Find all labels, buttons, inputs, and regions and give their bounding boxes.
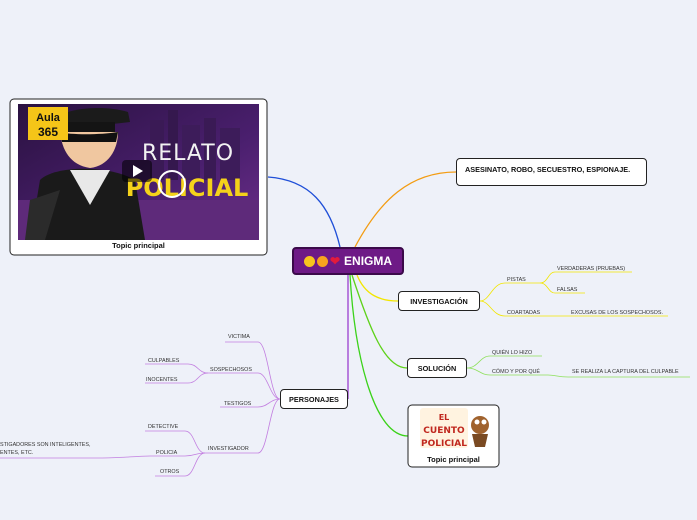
play-icon[interactable] (122, 160, 152, 182)
node-asesinato-text: ASESINATO, ROBO, SECUESTRO, ESPIONAJE. (465, 165, 631, 174)
heart-icon: ❤ (329, 254, 341, 268)
cuento-logo-line1: EL (439, 413, 450, 422)
label-note-line2: ENTES, ETC. (0, 450, 34, 456)
label-detective[interactable]: DETECTIVE (148, 424, 179, 430)
label-inocentes[interactable]: INOCENTES (146, 377, 178, 383)
node-solucion[interactable]: SOLUCIÓN (407, 358, 467, 378)
connector-investigacion (356, 274, 399, 302)
relato-title-line1: RELATO (142, 141, 234, 166)
label-excusas[interactable]: EXCUSAS DE LOS SOSPECHOSOS. (571, 310, 663, 316)
label-falsas[interactable]: FALSAS (557, 287, 578, 293)
connector-solucion (351, 274, 408, 369)
label-como[interactable]: CÓMO Y POR QUÉ (492, 369, 541, 375)
connector-topic-left (267, 176, 341, 248)
node-solucion-text: SOLUCIÓN (417, 363, 457, 373)
label-policia[interactable]: POLICIA (156, 450, 178, 456)
central-topic-enigma[interactable]: ❤ ENIGMA (292, 247, 404, 275)
label-otros[interactable]: OTROS (160, 469, 180, 475)
label-sospechosos[interactable]: SOSPECHOSOS (210, 367, 252, 373)
node-personajes-text: PERSONAJES (289, 394, 339, 404)
label-note-line1: STIGADORES SON INTELIGENTES, (0, 442, 91, 448)
relato-policial-thumbnail[interactable]: Aula 365 RELATO POLICIAL (18, 104, 259, 240)
label-investigador[interactable]: INVESTIGADOR (208, 446, 249, 452)
label-victima[interactable]: VICTIMA (228, 334, 250, 340)
node-personajes[interactable]: PERSONAJES (280, 389, 348, 409)
aula-logo-line2: 365 (38, 125, 58, 139)
label-captura[interactable]: SE REALIZA LA CAPTURA DEL CULPABLE (572, 369, 679, 375)
label-culpables[interactable]: CULPABLES (148, 358, 180, 364)
node-asesinato[interactable]: ASESINATO, ROBO, SECUESTRO, ESPIONAJE. (456, 158, 647, 186)
label-quien[interactable]: QUIÉN LO HIZO (492, 350, 533, 356)
magnifier-icon (158, 170, 186, 198)
label-testigos[interactable]: TESTIGOS (224, 401, 252, 407)
emoji-heart-eyes-icon (316, 255, 328, 267)
connector-asesinato (354, 171, 457, 248)
cuento-logo-line3: POLICIAL (421, 439, 467, 449)
label-coartadas[interactable]: COARTADAS (507, 310, 541, 316)
label-pistas[interactable]: PISTAS (507, 277, 526, 283)
connector-topic-right (349, 274, 409, 437)
node-investigacion-text: INVESTIGACIÓN (410, 296, 468, 306)
node-investigacion[interactable]: INVESTIGACIÓN (398, 291, 480, 311)
topic-left-caption: Topic principal (112, 241, 165, 250)
topic-right-caption: Topic principal (427, 455, 480, 464)
central-title: ENIGMA (344, 254, 393, 268)
cuento-logo-line2: CUENTO (423, 426, 465, 436)
aula-logo-line1: Aula (36, 112, 61, 124)
emoji-grin-icon (303, 255, 315, 267)
cuento-policial-logo: EL CUENTO POLICIAL (420, 408, 489, 449)
label-verdaderas[interactable]: VERDADERAS (PRUEBAS) (557, 266, 625, 272)
